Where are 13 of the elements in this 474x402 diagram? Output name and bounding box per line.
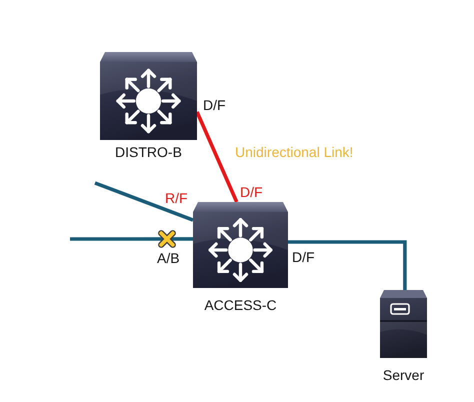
device-label: DISTRO-B	[115, 144, 182, 160]
link-line	[70, 237, 193, 241]
port-state-label: D/F	[240, 184, 263, 200]
port-state-label: A/B	[157, 250, 180, 266]
warning-text: Unidirectional Link!	[235, 144, 354, 160]
port-state-label: R/F	[165, 190, 188, 206]
link-line	[94, 181, 194, 222]
port-state-label: D/F	[203, 97, 226, 113]
device-label: Server	[382, 367, 424, 383]
link-line	[288, 240, 407, 290]
device-label: ACCESS-C	[204, 297, 277, 313]
link-line	[195, 111, 238, 203]
port-state-label: D/F	[292, 249, 315, 265]
